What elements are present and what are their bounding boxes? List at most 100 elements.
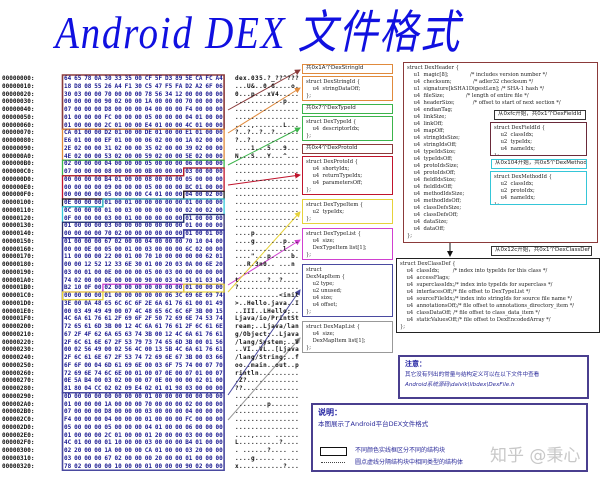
hex-byte: 00 [195,284,203,292]
hex-byte: 3B [185,338,193,346]
hex-byte: 00 [74,121,82,129]
hex-byte: 00 [175,230,183,237]
hex-byte: 00 [165,431,173,439]
hex-byte: 65 [74,75,82,82]
hex-byte: 00 [205,447,213,454]
hex-address: 00000320: [2,462,35,470]
hex-byte: 04 [144,106,153,113]
hex-byte: 0E [84,245,92,253]
hex-byte: 00 [134,392,142,400]
hex-byte: 0A [84,299,92,307]
hex-byte: 05 [144,160,153,168]
hex-ascii: ........p....... [235,400,300,408]
hex-byte: 01 [144,462,153,470]
hex-byte: 6C [175,307,183,315]
hex-byte: 09 [124,385,132,392]
hex-byte: 00 [195,160,203,168]
hex-byte: 4C [175,346,183,354]
hex-byte: 3C [175,292,183,299]
hex-byte: 74 [215,315,223,323]
hex-byte: CC [94,385,102,392]
hex-byte: 12 [124,323,132,330]
hex-byte: 00 [134,106,142,113]
hex-byte: 02 [195,462,203,470]
hex-byte: 00 [134,152,142,160]
hex-byte: 03 [124,206,132,214]
hex-byte: 00 [205,199,213,206]
hex-byte: 0A [94,75,102,82]
hex-byte: 2F [74,330,82,338]
hex-byte: 00 [114,416,122,423]
hex-byte: 6F [74,361,82,369]
hex-byte: 00 [134,377,142,385]
hex-byte: 00 [154,113,163,121]
hex-byte: 00 [185,377,193,385]
hex-byte: 67 [64,330,72,338]
hex-byte: 00 [215,121,223,129]
hex-byte: 00 [205,98,213,106]
hex-byte: B4 [185,439,193,447]
hex-address: 000002A0: [2,400,35,408]
hex-ascii: t.......?..?.... [235,276,300,284]
hex-byte: 00 [165,129,173,137]
hex-byte: 00 [165,237,173,245]
hex-ascii: ..VI..VL..[Ljava [235,346,300,354]
hex-byte: 6C [74,338,82,346]
hex-byte: 76 [205,346,213,354]
hex-byte: 6E [134,361,142,369]
hex-byte: 18 [64,82,72,90]
hex-byte: 00 [195,261,203,268]
hex-byte: 4C [185,121,193,129]
hex-byte: 00 [114,284,122,292]
hex-byte: 00 [175,191,183,199]
hex-byte: 00 [195,416,203,423]
hex-byte: 61 [195,330,203,338]
hex-byte: 00 [144,284,153,292]
hex-address: 000002C0: [2,416,35,423]
hex-byte: 20 [165,261,173,268]
hex-byte: 53 [205,315,213,323]
hex-byte: 2F [114,315,122,323]
hex-byte: 04 [185,113,193,121]
hex-byte: 74 [94,369,102,377]
hex-byte: 01 [215,253,223,261]
hex-byte: 50 [154,315,163,323]
hex-byte: 03 [165,276,173,284]
hex-byte: 00 [124,423,132,431]
hex-ascii: N...S...Y...^... [235,152,300,160]
hex-byte: 01 [114,431,122,439]
hex-byte: 4C [134,323,142,330]
hex-byte: 49 [94,307,102,315]
hex-byte: 00 [205,454,213,462]
hex-byte: 00 [124,230,132,237]
hex-byte: 00 [175,206,183,214]
hex-byte: 07 [215,369,223,377]
hex-byte: 00 [84,416,92,423]
hex-byte: 00 [205,121,213,129]
hex-byte: 00 [94,237,102,245]
hex-ascii: ..III..LHello;.. [235,307,300,315]
hex-byte: 00 [84,253,92,261]
hex-byte: 07 [124,307,132,315]
hex-byte: 00 [154,261,163,268]
hex-byte: 00 [205,245,213,253]
hex-byte: 00 [94,268,102,276]
hex-ascii: .Z?............. [235,377,300,385]
hex-byte: 00 [205,90,213,98]
hex-byte: 5B [165,346,173,354]
hex-byte: 80 [74,385,82,392]
hex-byte: 07 [64,106,72,113]
hex-ascii: ................ [235,113,300,121]
hex-ascii: ................ [235,106,300,113]
hex-byte: 00 [215,431,223,439]
hex-byte: 03 [154,361,163,369]
hex-byte: 00 [124,144,132,152]
hex-byte: 00 [134,183,142,191]
hex-byte: 00 [175,160,183,168]
hex-byte: 00 [94,191,102,199]
hex-byte: 00 [74,175,82,183]
hex-byte: 00 [94,106,102,113]
hex-byte: 01 [114,137,122,144]
hex-byte: 00 [154,462,163,470]
hex-byte: 00 [175,431,183,439]
